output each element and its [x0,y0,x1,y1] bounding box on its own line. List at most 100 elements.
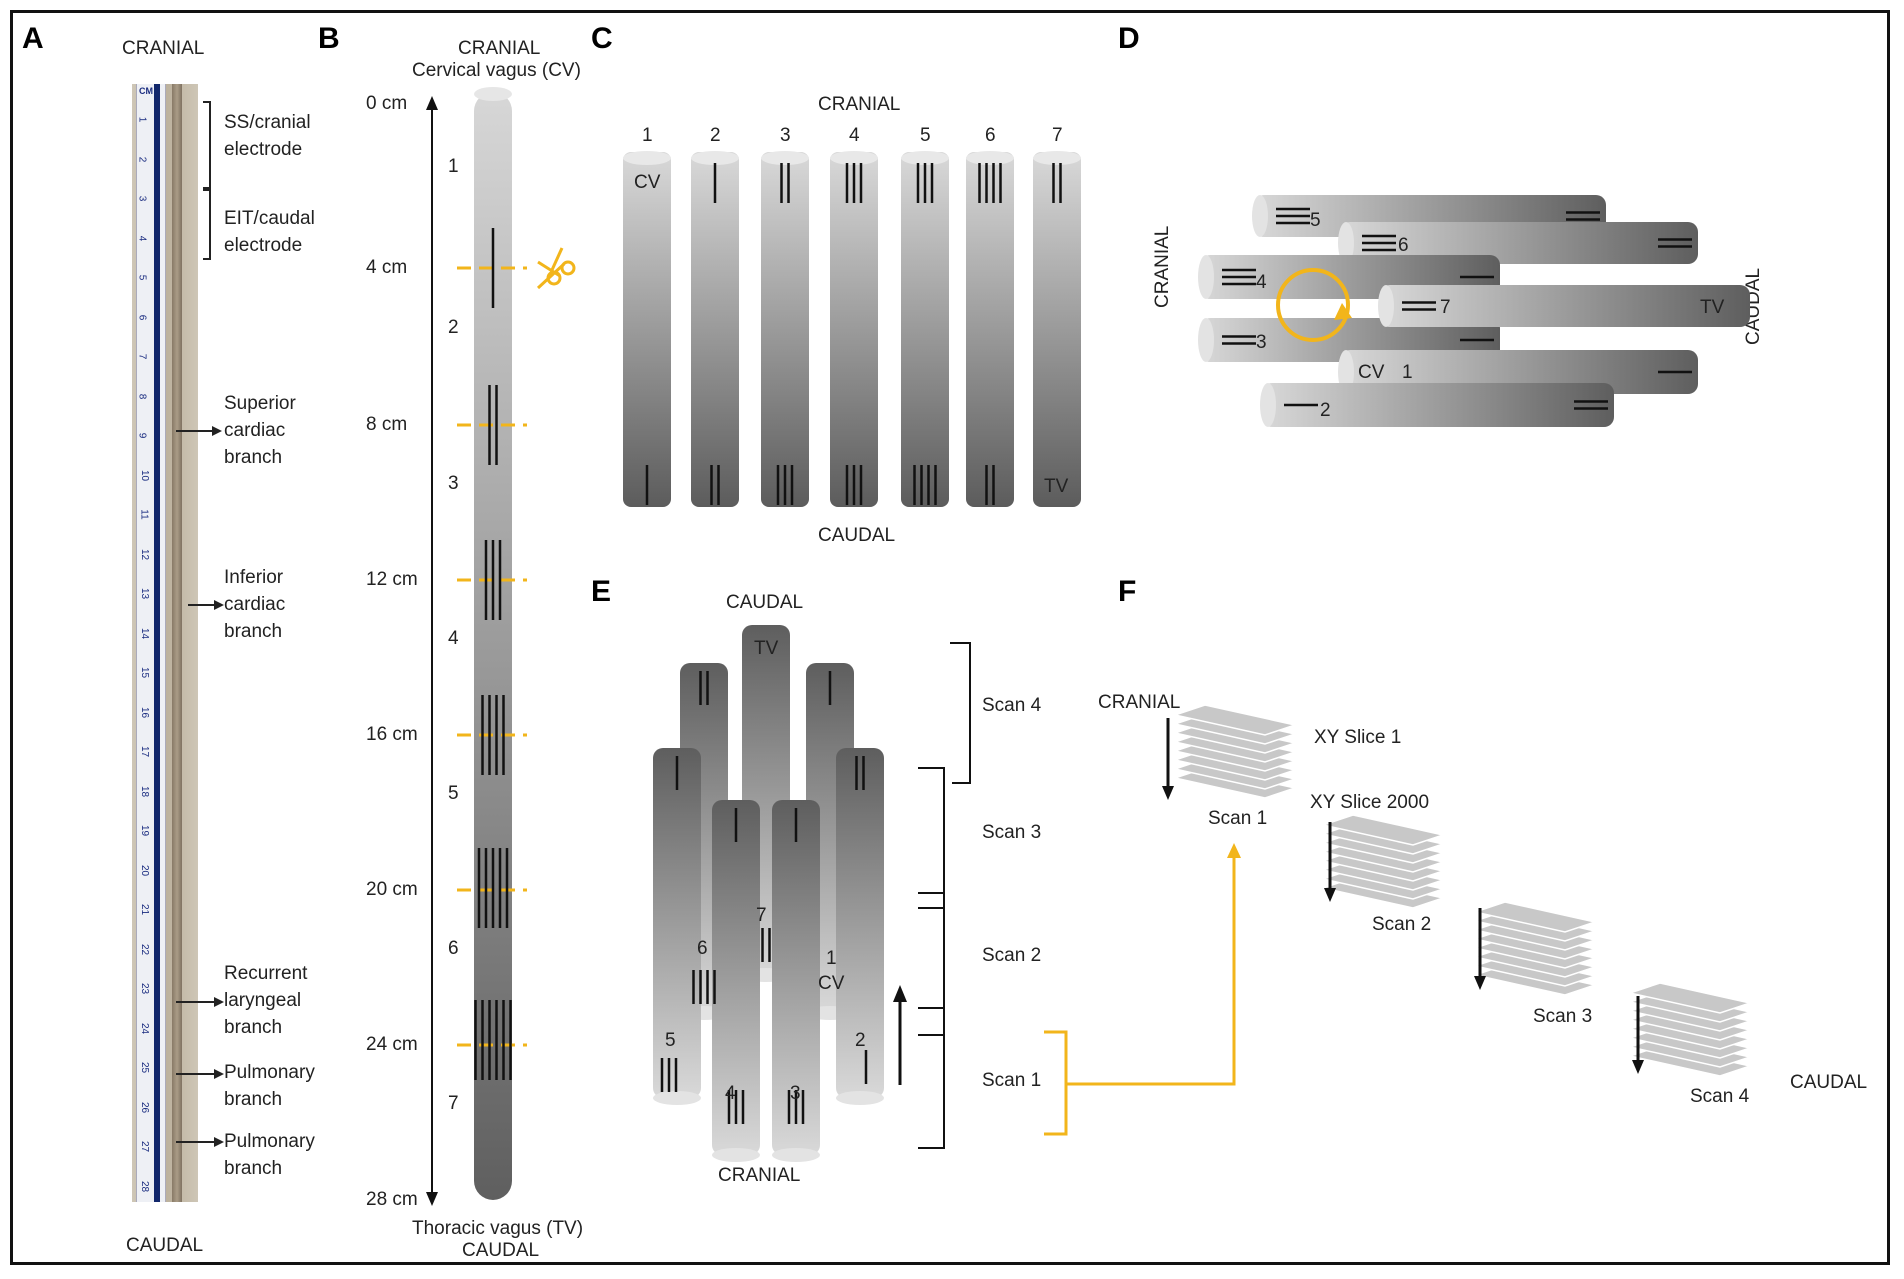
packed-cylinder-end [1260,383,1276,427]
xy-slice [1472,901,1598,933]
packed-segment-number: 6 [1398,235,1409,256]
segment-cylinder [1033,152,1081,507]
packed-cylinder-end [1378,285,1394,327]
segment-number: 7 [448,1092,459,1114]
distance-label: 0 cm [366,93,408,114]
segment-cylinder-top [901,151,949,165]
panel-c-caudal-label: CAUDAL [818,525,896,546]
stack-segment-number: 3 [790,1083,801,1104]
slice-direction-arrow-head [1324,888,1336,902]
segment-cylinders [623,151,1081,507]
packed-segment-number: 3 [1256,332,1267,353]
stack-segment-number: 2 [855,1030,866,1051]
packed-cylinder-end [1198,318,1214,362]
segment-column-number: 1 [642,125,653,146]
segment-column-number: 2 [710,125,721,146]
packed-cylinder-end [1338,222,1354,264]
rotation-arrow-icon [1276,268,1352,342]
segment-markers [474,228,512,1080]
length-axis-bottom-arrow [426,1192,438,1206]
panel-letter-c: C [591,22,613,55]
scan-brackets [918,642,971,1149]
stack-cylinder-end [653,1091,701,1105]
stack-tv-label: TV [754,638,779,659]
distance-label: 20 cm [366,879,418,900]
ruler-unit: CM [139,86,153,96]
packed-segment-number: 4 [1256,272,1267,293]
packed-cylinder [1262,383,1614,427]
segment-column-number: 5 [920,125,931,146]
segment-number: 1 [448,156,459,177]
segment-number: 3 [448,472,459,494]
xy-slice-2000-label: XY Slice 2000 [1310,792,1430,813]
segment-cylinder-top [623,151,671,165]
stack-cv-label: CV [818,973,845,994]
scan-label: Scan 3 [982,822,1042,843]
ruler-center-band [154,84,160,1202]
packed-segment-number: 2 [1320,400,1331,421]
nerve-strand [172,84,182,1202]
panel-b-cranial-label: CRANIAL [458,38,541,59]
segment-number: 4 [448,627,459,649]
distance-label: 8 cm [366,414,408,435]
scan-label: Scan 4 [982,695,1042,716]
stack-segment-number: 5 [665,1030,676,1051]
slice-direction-arrow-head [1162,786,1174,800]
panel-b-tv-label: Thoracic vagus (TV) [412,1218,584,1239]
slice-stacks [1172,704,1753,1077]
panel-c-cranial-label: CRANIAL [818,94,901,115]
panel-f-cranial-label: CRANIAL [1098,692,1181,713]
panel-e-cranial-label: CRANIAL [718,1165,801,1186]
panel-letter-b: B [318,22,340,55]
panel-c-cv-label: CV [634,172,661,193]
panel-letter-e: E [591,575,612,608]
segment-cylinder [623,152,671,507]
stack-cylinder-end [772,1148,820,1162]
segment-cylinder-top [1033,151,1081,165]
packed-cylinder [1340,222,1698,264]
segment-cylinder-top [830,151,878,165]
packed-cylinder-end [1252,195,1268,237]
stack-segment-number: 7 [756,905,767,926]
segment-column-number: 3 [780,125,791,146]
segment-column-number: 7 [1052,125,1063,146]
xy-slice [1627,982,1753,1014]
stack-cylinder-end [836,1091,884,1105]
slice-stack-label: Scan 4 [1690,1086,1750,1107]
panel-b-cv-label: Cervical vagus (CV) [412,60,581,81]
segment-cylinder-top [966,151,1014,165]
distance-label: 24 cm [366,1034,418,1055]
electrode-2-bracket [203,189,211,260]
packed-segment-number: 1 [1402,362,1413,383]
scan-label: Scan 1 [982,1070,1042,1091]
distance-label: 16 cm [366,724,418,745]
stack-cylinder [836,748,884,1098]
packed-segment-number: 7 [1440,297,1451,318]
xy-slice [1172,704,1298,736]
panel-e-caudal-label: CAUDAL [726,592,804,613]
slice-direction-arrow-head [1632,1060,1644,1074]
slice-stack-label: Scan 1 [1208,808,1268,829]
panel-f-caudal-label: CAUDAL [1790,1072,1868,1093]
stack-cylinder-end [712,1148,760,1162]
scissors-icon [536,247,576,290]
xy-slice-1-label: XY Slice 1 [1314,727,1402,748]
panel-letter-a: A [22,22,44,55]
stack-cylinder [772,800,820,1155]
segment-number: 5 [448,782,459,804]
whole-nerve-top-cap [474,87,512,101]
segment-cylinder [966,152,1014,507]
whole-nerve-cylinder [474,92,512,1200]
vertical-stack-cylinders [653,625,884,1162]
